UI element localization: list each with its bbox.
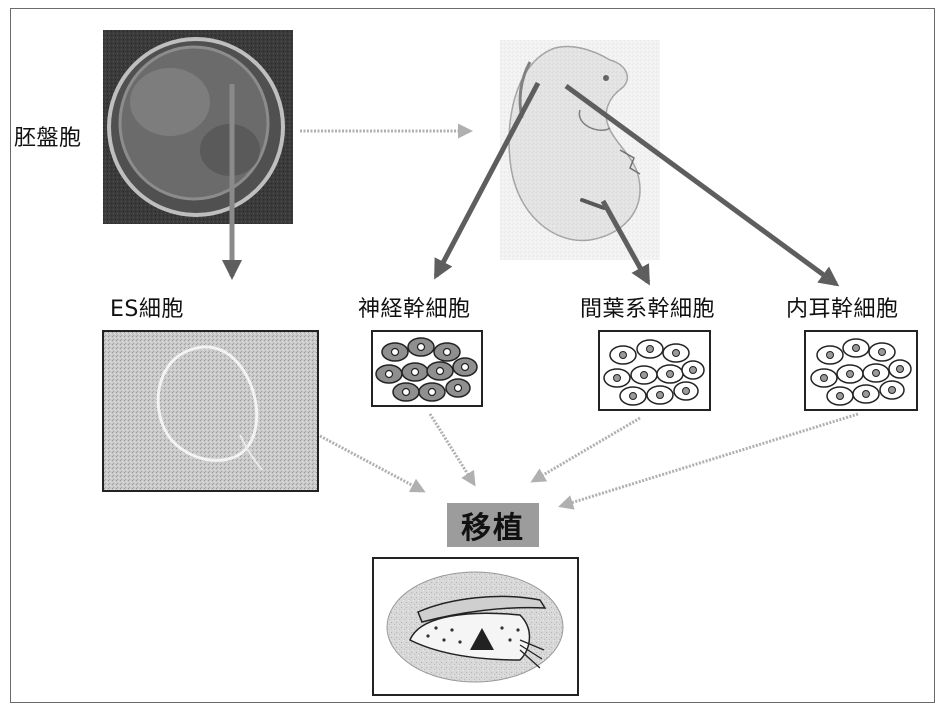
cochlea-illustration	[373, 558, 578, 695]
mesenchymal-stem-cells-label: 間葉系幹細胞	[580, 291, 715, 323]
es-cell-image	[103, 331, 318, 491]
mesenchymal-to-transplant-arrow	[533, 418, 640, 481]
es-to-transplant-arrow	[320, 436, 423, 491]
inner-ear-stem-cells-label: 内耳幹細胞	[786, 291, 899, 323]
blastocyst-label: 胚盤胞	[14, 120, 82, 152]
es-cells-label: ES細胞	[110, 291, 184, 323]
transplant-label: 移植	[447, 503, 539, 547]
inner-ear-stem-cell-image	[805, 331, 917, 410]
embryo-illustration	[500, 40, 660, 260]
innerear-to-transplant-arrow	[561, 414, 858, 506]
blastocyst-image	[103, 30, 293, 224]
neural-stem-cell-image	[372, 331, 482, 406]
neural-to-transplant-arrow	[430, 414, 474, 484]
mesenchymal-stem-cell-image	[599, 331, 710, 410]
neural-stem-cells-label: 神経幹細胞	[358, 291, 471, 323]
